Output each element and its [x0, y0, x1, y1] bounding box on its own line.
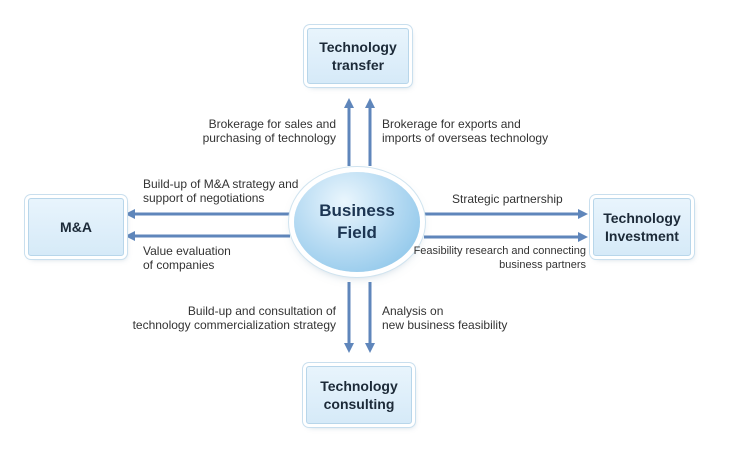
label-bottom-left: Build-up and consultation of technology …: [132, 304, 336, 332]
label-top-right: Brokerage for exports and imports of ove…: [382, 117, 549, 145]
box-m-and-a: M&A: [28, 198, 124, 256]
label-left-upper: Build-up of M&A strategy and support of …: [143, 177, 299, 205]
box-top-line2: transfer: [331, 57, 385, 73]
box-technology-investment: Technology Investment: [593, 198, 691, 256]
box-top-line1: Technology: [319, 39, 397, 55]
label-top-left: Brokerage for sales and purchasing of te…: [202, 117, 336, 145]
box-right-line2: Investment: [605, 228, 679, 244]
label-bottom-right: Analysis on new business feasibility: [382, 304, 508, 332]
center-line1: Business: [319, 201, 395, 220]
center-line2: Field: [337, 223, 377, 242]
box-left-line1: M&A: [60, 219, 92, 235]
label-right-lower: Feasibility research and connecting busi…: [413, 245, 586, 271]
box-technology-consulting: Technology consulting: [306, 366, 412, 424]
label-right-upper: Strategic partnership: [452, 192, 563, 206]
box-bottom-line1: Technology: [320, 378, 398, 394]
box-technology-transfer: Technology transfer: [307, 28, 409, 84]
label-left-lower: Value evaluation of companies: [143, 244, 231, 272]
business-field-circle: Business Field: [294, 172, 420, 272]
box-bottom-line2: consulting: [323, 396, 395, 412]
box-right-line1: Technology: [603, 210, 681, 226]
